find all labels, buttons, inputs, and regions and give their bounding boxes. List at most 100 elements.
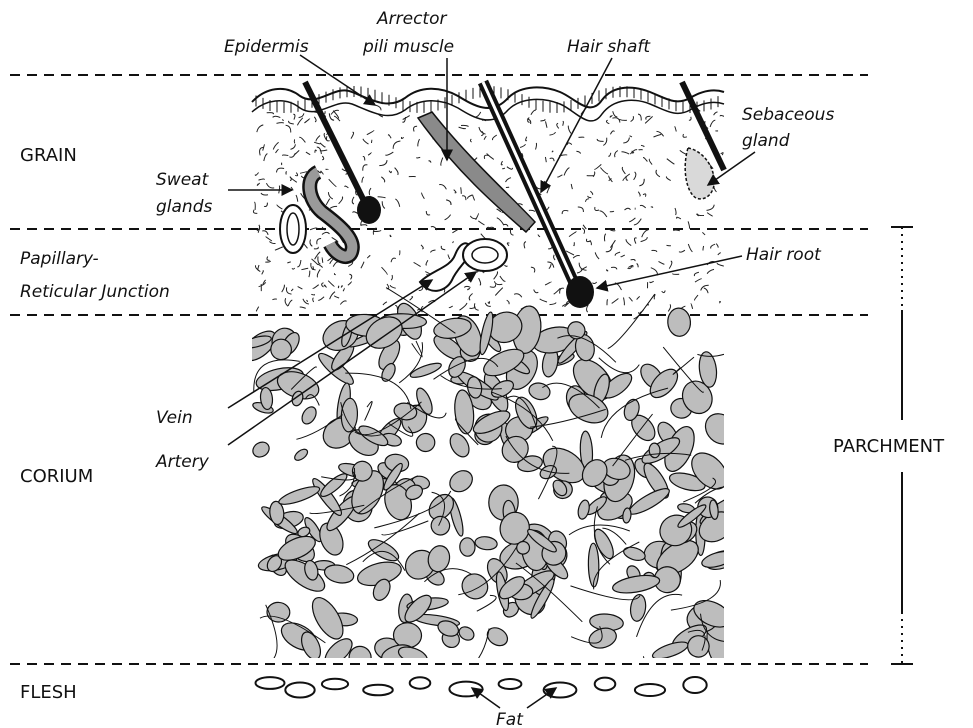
grain-fiber-stroke xyxy=(490,284,496,287)
grain-fiber-stroke xyxy=(426,211,430,215)
grain-fiber-stroke xyxy=(297,118,302,126)
grain-fiber-stroke xyxy=(550,303,557,305)
grain-fiber-stroke xyxy=(667,159,675,165)
grain-fiber-stroke xyxy=(497,218,504,226)
grain-fiber-stroke xyxy=(550,158,554,161)
grain-fiber-stroke xyxy=(403,116,410,120)
grain-fiber-stroke xyxy=(262,271,264,275)
grain-fiber-stroke xyxy=(338,286,339,288)
corium-fiber-gap xyxy=(484,624,511,649)
leader-fat-left xyxy=(472,688,500,708)
grain-fiber-stroke xyxy=(259,282,266,286)
grain-fiber-stroke xyxy=(668,304,670,311)
sebaceous-gland xyxy=(685,148,714,199)
vein xyxy=(420,243,470,291)
label-fat: Fat xyxy=(496,710,524,728)
grain-fiber-stroke xyxy=(639,179,644,186)
grain-fiber-stroke xyxy=(306,152,310,155)
grain-fiber-stroke xyxy=(257,125,264,132)
grain-fiber-stroke xyxy=(586,239,590,242)
grain-fiber-stroke xyxy=(604,234,605,242)
grain-fiber-stroke xyxy=(254,202,255,210)
grain-fiber-stroke xyxy=(506,178,512,182)
grain-fiber-stroke xyxy=(615,252,620,256)
grain-fiber-stroke xyxy=(390,235,391,237)
corium-fiber-gap xyxy=(699,408,742,451)
corium-fiber-gap xyxy=(474,535,498,550)
grain-fiber-stroke xyxy=(492,135,496,140)
grain-fiber-stroke xyxy=(679,250,685,252)
grain-fiber-stroke xyxy=(264,203,267,207)
grain-fiber-stroke xyxy=(637,296,640,299)
grain-fiber-stroke xyxy=(495,288,503,296)
grain-fiber-stroke xyxy=(267,113,274,115)
grain-fiber-stroke xyxy=(689,117,691,121)
grain-fiber-stroke xyxy=(379,160,387,166)
grain-fiber-stroke xyxy=(540,299,547,302)
grain-fiber-stroke xyxy=(549,264,551,269)
grain-fiber-stroke xyxy=(266,183,274,188)
grain-fiber-stroke xyxy=(446,200,451,205)
grain-fiber-stroke xyxy=(309,271,310,278)
grain-fiber-stroke xyxy=(603,138,607,146)
grain-fiber-stroke xyxy=(703,246,704,251)
grain-fiber-stroke xyxy=(494,272,498,280)
corium-fiber-gap xyxy=(626,484,672,518)
grain-fiber-stroke xyxy=(313,298,314,302)
grain-fiber-stroke xyxy=(304,119,309,123)
grain-fiber-stroke xyxy=(454,190,456,193)
grain-fiber-stroke xyxy=(321,227,323,229)
grain-fiber-stroke xyxy=(286,171,287,174)
grain-fiber-stroke xyxy=(289,121,294,124)
grain-fiber-stroke xyxy=(656,170,660,177)
grain-fiber-stroke xyxy=(484,155,488,159)
grain-fiber-stroke xyxy=(650,281,654,282)
grain-fiber-stroke xyxy=(694,295,698,300)
grain-fiber-stroke xyxy=(258,265,259,269)
grain-fiber-stroke xyxy=(351,132,354,138)
grain-fiber-stroke xyxy=(470,139,471,142)
grain-fiber-stroke xyxy=(597,139,603,142)
grain-fiber-stroke xyxy=(675,127,677,132)
grain-fiber-stroke xyxy=(363,156,365,160)
grain-fiber-stroke xyxy=(507,300,509,304)
fat-cell xyxy=(499,679,522,689)
grain-fiber-stroke xyxy=(585,199,589,202)
grain-fiber-stroke xyxy=(673,230,680,231)
grain-fiber-stroke xyxy=(652,250,657,252)
fat-cell xyxy=(285,683,314,698)
grain-fiber-stroke xyxy=(295,173,297,176)
grain-fiber-stroke xyxy=(574,242,575,245)
grain-fiber-stroke xyxy=(529,210,535,211)
grain-fiber-stroke xyxy=(654,134,662,137)
grain-fiber-stroke xyxy=(343,288,344,291)
grain-fiber-stroke xyxy=(317,239,321,245)
grain-fiber-stroke xyxy=(299,137,305,142)
corium-fiber-gap xyxy=(459,537,475,556)
artery-lumen xyxy=(472,247,498,263)
grain-fiber-stroke xyxy=(318,264,323,268)
corium-fiber-gap xyxy=(293,447,310,462)
grain-fiber-stroke xyxy=(578,207,584,212)
arrector-pili-muscle xyxy=(418,112,535,232)
grain-fiber-stroke xyxy=(619,119,627,120)
grain-fiber-stroke xyxy=(626,239,631,245)
grain-fiber-stroke xyxy=(691,304,693,309)
grain-fiber-stroke xyxy=(282,119,283,120)
grain-fiber-stroke xyxy=(320,143,325,147)
grain-fiber-stroke xyxy=(573,255,580,258)
fat-cell xyxy=(256,677,285,689)
label-arrector-line2: pili muscle xyxy=(362,37,454,57)
grain-fiber-stroke xyxy=(339,197,343,204)
grain-fiber-stroke xyxy=(595,252,599,259)
grain-fiber-stroke xyxy=(376,105,381,110)
grain-fiber-stroke xyxy=(546,121,548,127)
grain-fiber-stroke xyxy=(256,307,258,311)
grain-fiber-stroke xyxy=(534,290,539,293)
corium-fiber-gap xyxy=(365,536,401,565)
grain-fiber-stroke xyxy=(628,265,633,267)
grain-fiber-stroke xyxy=(329,179,337,186)
grain-fiber-stroke xyxy=(526,137,527,141)
grain-fiber-stroke xyxy=(504,265,507,266)
